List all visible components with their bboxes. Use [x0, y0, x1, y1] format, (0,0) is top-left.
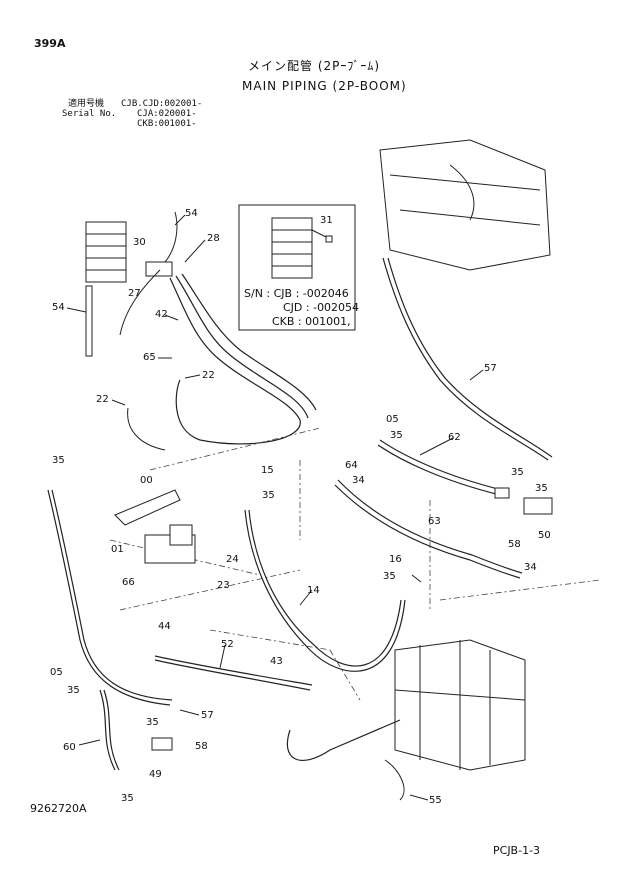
callout-label: 27 [128, 288, 141, 299]
callout-label: 01 [111, 544, 124, 555]
callout-label: 49 [149, 769, 162, 780]
callout-label: 15 [261, 465, 274, 476]
callout-label: 23 [217, 580, 230, 591]
callout-label: 28 [207, 233, 220, 244]
callout-label: 14 [307, 585, 320, 596]
callout-label: 35 [262, 490, 275, 501]
callout-label: 50 [538, 530, 551, 541]
callout-label: 64 [345, 460, 358, 471]
callout-label: 22 [202, 370, 215, 381]
fitting-50 [523, 497, 553, 515]
serial-value: CJA:020001- [137, 109, 197, 119]
inset-sn-line: S/N : CJB : -002046 [244, 287, 349, 300]
callout-label: 58 [195, 741, 208, 752]
callout-label: 34 [524, 562, 537, 573]
callout-label: 35 [67, 685, 80, 696]
bracket-00 [114, 489, 181, 526]
callout-label: 16 [389, 554, 402, 565]
callout-label: 35 [52, 455, 65, 466]
page-number: 399A [34, 37, 66, 50]
callout-label: 35 [511, 467, 524, 478]
callout-label: 66 [122, 577, 135, 588]
callout-label: 31 [320, 215, 333, 226]
callout-label: 35 [121, 793, 134, 804]
applicable-label: 適用号機 [68, 99, 105, 109]
serial-value: CKB:001001- [137, 119, 197, 129]
callout-label: 35 [390, 430, 403, 441]
callout-label: 54 [52, 302, 65, 313]
page-reference: PCJB-1-3 [493, 844, 541, 857]
callout-label: 35 [383, 571, 396, 582]
callout-label: 58 [508, 539, 521, 550]
serial-label: Serial No. [62, 109, 117, 119]
drawing-number: 9262720A [30, 802, 87, 815]
callout-label: 34 [352, 475, 365, 486]
callout-label: 35 [535, 483, 548, 494]
block-66 [144, 524, 196, 564]
callout-label: 35 [146, 717, 159, 728]
title-english: MAIN PIPING (2P-BOOM) [242, 79, 407, 93]
callout-label: 62 [448, 432, 461, 443]
callout-label: 22 [96, 394, 109, 405]
pipe-54-vertical [85, 285, 93, 357]
callout-label: 60 [63, 742, 76, 753]
machine-sketch [379, 139, 551, 271]
pilot-valve-stack [85, 221, 173, 283]
inset-valve-stack [271, 217, 333, 279]
callout-label: 05 [50, 667, 63, 678]
callout-label: 43 [270, 656, 283, 667]
callout-label: 44 [158, 621, 171, 632]
serial-value: CJB.CJD:002001- [121, 99, 203, 109]
callout-label: 65 [143, 352, 156, 363]
callout-label: 52 [221, 639, 234, 650]
inset-frame [238, 204, 356, 331]
callout-label: 55 [429, 795, 442, 806]
callout-label: 63 [428, 516, 441, 527]
leader-lines [66, 214, 484, 801]
inset-sn-line: CJD : -002054 [283, 301, 360, 314]
callout-label: 24 [226, 554, 239, 565]
callout-label: 57 [201, 710, 214, 721]
callout-label: 42 [155, 309, 168, 320]
callout-label: 57 [484, 363, 497, 374]
callout-label: 30 [133, 237, 146, 248]
callout-label: 05 [386, 414, 399, 425]
callout-label: 54 [185, 208, 198, 219]
inset-sn-line: CKB : 001001, [272, 315, 351, 328]
control-valve [394, 639, 526, 771]
title-japanese: メイン配管 (2Pｰﾌﾞｰﾑ) [248, 59, 381, 73]
callout-label: 00 [140, 475, 153, 486]
